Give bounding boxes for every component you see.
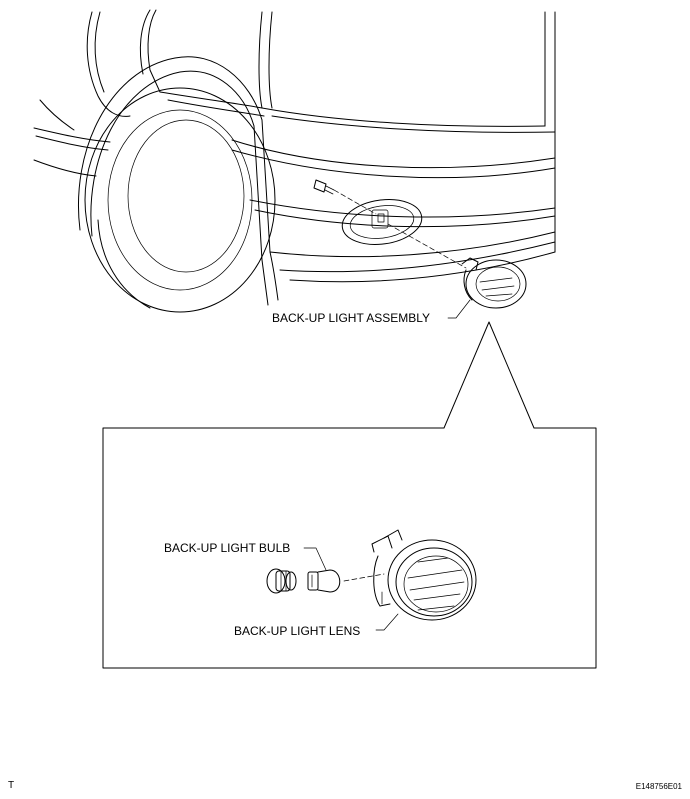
lens-leader-line <box>375 613 399 631</box>
vehicle-rear-body <box>33 9 556 283</box>
bulb-socket <box>266 568 297 594</box>
back-up-light-lens <box>371 529 477 621</box>
bumper-light-recess <box>313 179 467 269</box>
screw-icon <box>313 179 335 195</box>
label-back-up-light-lens: BACK-UP LIGHT LENS <box>234 624 360 638</box>
detail-callout-frame <box>102 321 597 669</box>
wheel-and-tire <box>78 56 279 313</box>
assembly-leader-line <box>447 299 471 319</box>
bulb-dashed-line <box>343 573 385 582</box>
figure-id: E148756E01 <box>635 782 682 791</box>
corner-mark: T <box>8 780 15 791</box>
back-up-light-bulb <box>307 569 341 593</box>
label-back-up-light-bulb: BACK-UP LIGHT BULB <box>164 541 290 555</box>
bulb-leader-line <box>303 547 327 571</box>
back-up-light-assembly <box>461 257 527 309</box>
label-back-up-light-assembly: BACK-UP LIGHT ASSEMBLY <box>272 311 430 325</box>
